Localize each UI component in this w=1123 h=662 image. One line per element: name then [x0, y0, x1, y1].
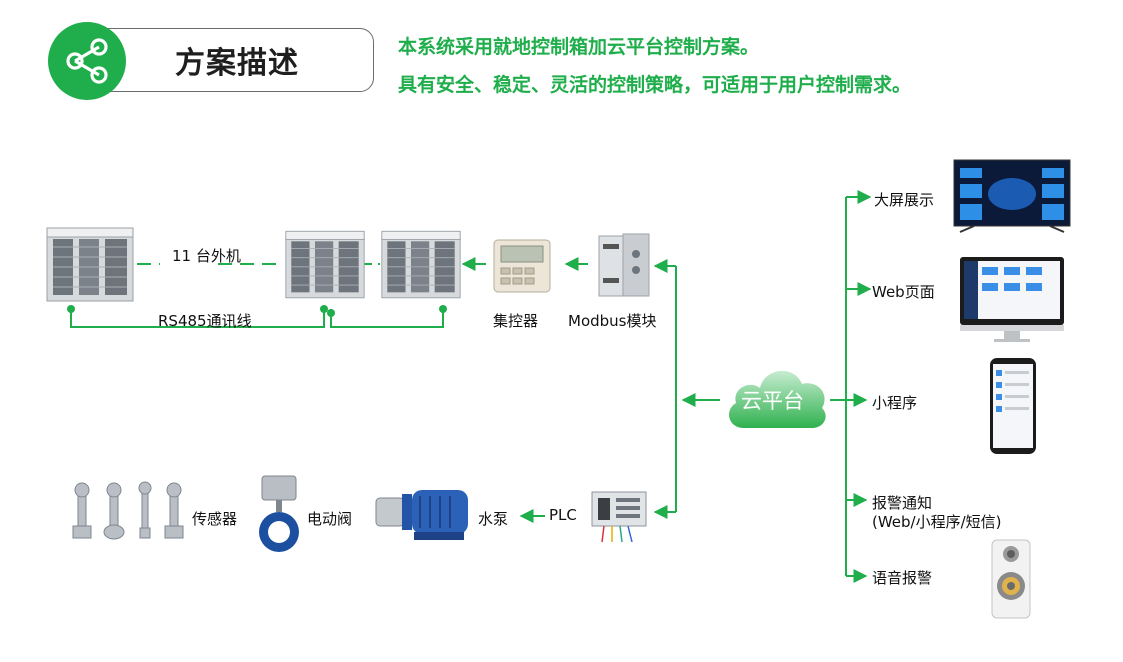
sensors-device [72, 481, 184, 540]
big-screen-display [953, 159, 1071, 233]
intro-line-2: 具有安全、稳定、灵活的控制策略，可适用于用户控制需求。 [398, 74, 912, 96]
share-icon-badge [48, 22, 126, 100]
alarm-notice-label: 报警通知 [872, 494, 933, 512]
rs485-bus-label: RS485通讯线 [158, 312, 252, 330]
voice-alarm-label: 语音报警 [872, 569, 933, 587]
water-pump-device [375, 490, 468, 540]
share-icon [66, 38, 108, 84]
central-controller-device [493, 239, 551, 293]
modbus-module-label: Modbus模块 [568, 312, 657, 330]
sensors-label: 传感器 [192, 510, 238, 528]
unit-count-label: 11 台外机 [172, 247, 241, 265]
big-screen-label: 大屏展示 [874, 191, 935, 209]
smartphone-device [990, 358, 1036, 454]
outdoor-unit-3 [381, 230, 461, 299]
outdoor-unit-1 [46, 227, 134, 302]
voice-alarm-speaker [991, 539, 1031, 619]
plc-device [591, 491, 647, 543]
modbus-module-device [598, 233, 650, 297]
mini-program-label: 小程序 [872, 394, 918, 412]
cloud-label: 云平台 [741, 389, 804, 413]
title-box [108, 28, 374, 92]
plc-label: PLC [549, 506, 577, 524]
web-monitor-device [960, 257, 1064, 342]
alarm-channels-label: (Web/小程序/短信) [872, 513, 1002, 531]
page-title: 方案描述 [175, 46, 299, 81]
controller-label: 集控器 [493, 312, 539, 330]
valve-label: 电动阀 [307, 510, 353, 528]
web-page-label: Web页面 [872, 283, 935, 301]
cloud-icon [729, 370, 826, 428]
pump-label: 水泵 [478, 510, 509, 528]
outdoor-unit-2 [285, 230, 365, 299]
intro-line-1: 本系统采用就地控制箱加云平台控制方案。 [398, 36, 760, 58]
electric-valve-device [259, 475, 299, 552]
